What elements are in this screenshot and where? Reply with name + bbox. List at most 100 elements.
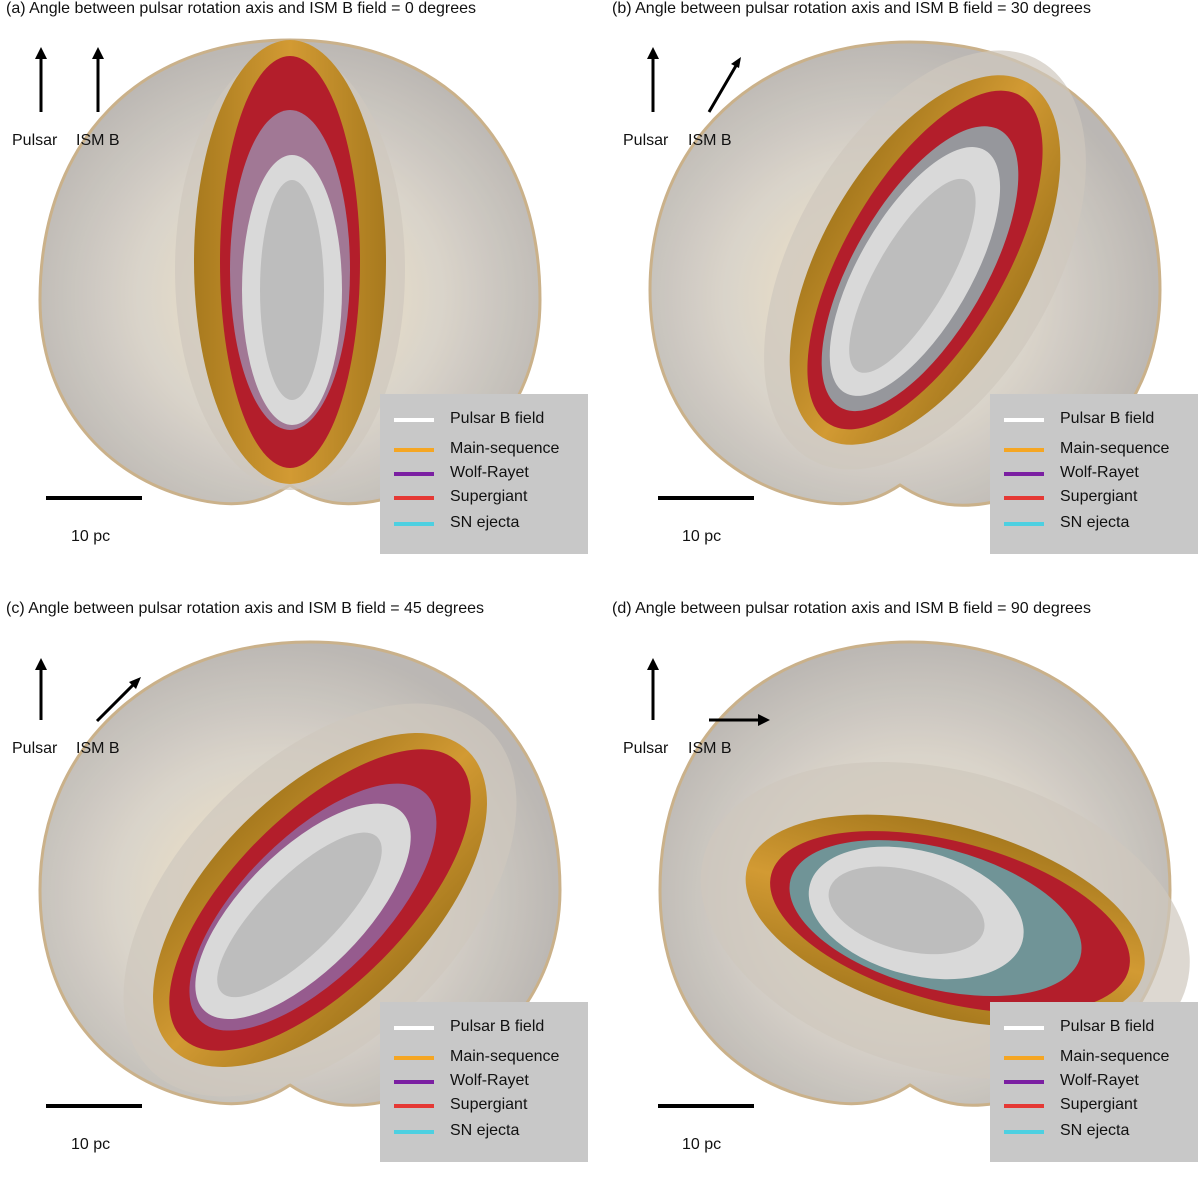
- pulsar-label: Pulsar: [623, 740, 669, 757]
- simulation-render: [648, 40, 1162, 507]
- legend-item: Main-sequence: [1004, 438, 1194, 462]
- scale-bar: [46, 1104, 142, 1108]
- legend-label: Pulsar B field: [1060, 410, 1155, 427]
- panel-b: (b) Angle between pulsar rotation axis a…: [600, 0, 1200, 582]
- pulsar-label: Pulsar: [623, 132, 669, 149]
- scale-label: 10 pc: [682, 528, 722, 545]
- panel-title: (d) Angle between pulsar rotation axis a…: [612, 600, 1091, 617]
- legend-label: Pulsar B field: [450, 410, 545, 427]
- simulation-render: [658, 640, 1190, 1107]
- legend-item: Supergiant: [394, 1094, 584, 1118]
- legend-swatch: [394, 522, 434, 526]
- pulsar-label: Pulsar: [12, 740, 58, 757]
- legend-label: Pulsar B field: [450, 1018, 545, 1035]
- legend-item: Supergiant: [394, 486, 584, 510]
- legend-item: Supergiant: [1004, 486, 1194, 510]
- pulsar-label: Pulsar: [12, 132, 58, 149]
- legend-label: SN ejecta: [1060, 514, 1130, 531]
- legend-item: Main-sequence: [1004, 1046, 1194, 1070]
- pulsar-axis-arrow: [35, 658, 47, 720]
- legend-swatch: [394, 472, 434, 476]
- legend-swatch: [394, 1080, 434, 1084]
- legend-item: Main-sequence: [394, 1046, 584, 1070]
- legend-label: Supergiant: [450, 1096, 528, 1113]
- legend-swatch: [1004, 522, 1044, 526]
- pulsar-axis-arrow: [647, 658, 659, 720]
- scale-bar: [658, 1104, 754, 1108]
- legend-item: Wolf-Rayet: [394, 1070, 584, 1094]
- legend-label: Main-sequence: [450, 1048, 560, 1065]
- legend-swatch: [1004, 1104, 1044, 1108]
- legend-item: SN ejecta: [1004, 1120, 1194, 1144]
- legend-swatch: [394, 496, 434, 500]
- legend-label: SN ejecta: [450, 1122, 520, 1139]
- legend-swatch: [394, 418, 434, 422]
- legend-label: Main-sequence: [1060, 1048, 1170, 1065]
- legend-swatch: [394, 1104, 434, 1108]
- ism-label: ISM B: [76, 132, 120, 149]
- ism-field-arrow: [707, 57, 741, 113]
- legend-swatch: [1004, 1080, 1044, 1084]
- legend-item: Supergiant: [1004, 1094, 1194, 1118]
- legend-swatch: [1004, 496, 1044, 500]
- ism-field-arrow: [709, 714, 770, 726]
- panel-d: (d) Angle between pulsar rotation axis a…: [600, 600, 1200, 1182]
- legend-label: Wolf-Rayet: [450, 464, 529, 481]
- legend-label: Pulsar B field: [1060, 1018, 1155, 1035]
- legend-swatch: [1004, 448, 1044, 452]
- legend-label: Wolf-Rayet: [1060, 464, 1139, 481]
- simulation-render: [38, 38, 542, 506]
- legend-item: Main-sequence: [394, 438, 584, 462]
- legend-label: Supergiant: [1060, 1096, 1138, 1113]
- ism-label: ISM B: [688, 740, 732, 757]
- ism-field-arrow: [92, 47, 104, 112]
- legend-swatch: [1004, 1130, 1044, 1134]
- legend-swatch: [1004, 418, 1044, 422]
- legend-swatch: [1004, 472, 1044, 476]
- legend-item: Pulsar B field: [394, 408, 584, 432]
- legend-swatch: [394, 448, 434, 452]
- ism-field-arrow: [95, 677, 141, 723]
- legend-swatch: [394, 1130, 434, 1134]
- legend-item: SN ejecta: [394, 1120, 584, 1144]
- ism-label: ISM B: [76, 740, 120, 757]
- legend-swatch: [1004, 1056, 1044, 1060]
- legend-swatch: [1004, 1026, 1044, 1030]
- scale-bar: [46, 496, 142, 500]
- panel-title: (b) Angle between pulsar rotation axis a…: [612, 0, 1091, 17]
- legend: Pulsar B field Main-sequence Wolf-Rayet …: [990, 1002, 1198, 1162]
- ism-label: ISM B: [688, 132, 732, 149]
- legend-item: Wolf-Rayet: [1004, 462, 1194, 486]
- legend-item: Pulsar B field: [394, 1016, 584, 1040]
- scale-label: 10 pc: [71, 528, 111, 545]
- legend-label: Wolf-Rayet: [1060, 1072, 1139, 1089]
- scale-label: 10 pc: [682, 1136, 722, 1153]
- legend-label: Wolf-Rayet: [450, 1072, 529, 1089]
- panel-title: (c) Angle between pulsar rotation axis a…: [6, 600, 485, 617]
- legend: Pulsar B field Main-sequence Wolf-Rayet …: [380, 1002, 588, 1162]
- legend-label: Main-sequence: [1060, 440, 1170, 457]
- legend-item: Wolf-Rayet: [1004, 1070, 1194, 1094]
- panel-a: (a) Angle between pulsar rotation axis a…: [0, 0, 600, 582]
- legend: Pulsar B field Main-sequence Wolf-Rayet …: [990, 394, 1198, 554]
- simulation-render: [38, 640, 562, 1107]
- legend-item: Pulsar B field: [1004, 1016, 1194, 1040]
- legend-swatch: [394, 1056, 434, 1060]
- legend-label: Main-sequence: [450, 440, 560, 457]
- legend-label: SN ejecta: [1060, 1122, 1130, 1139]
- legend-label: Supergiant: [450, 488, 528, 505]
- scale-label: 10 pc: [71, 1136, 111, 1153]
- legend-swatch: [394, 1026, 434, 1030]
- legend-item: SN ejecta: [394, 512, 584, 536]
- legend-item: Pulsar B field: [1004, 408, 1194, 432]
- pulsar-axis-arrow: [35, 47, 47, 112]
- legend: Pulsar B field Main-sequence Wolf-Rayet …: [380, 394, 588, 554]
- legend-label: SN ejecta: [450, 514, 520, 531]
- pulsar-axis-arrow: [647, 47, 659, 112]
- panel-c: (c) Angle between pulsar rotation axis a…: [0, 600, 600, 1182]
- scale-bar: [658, 496, 754, 500]
- legend-label: Supergiant: [1060, 488, 1138, 505]
- legend-item: SN ejecta: [1004, 512, 1194, 536]
- legend-item: Wolf-Rayet: [394, 462, 584, 486]
- panel-title: (a) Angle between pulsar rotation axis a…: [6, 0, 477, 17]
